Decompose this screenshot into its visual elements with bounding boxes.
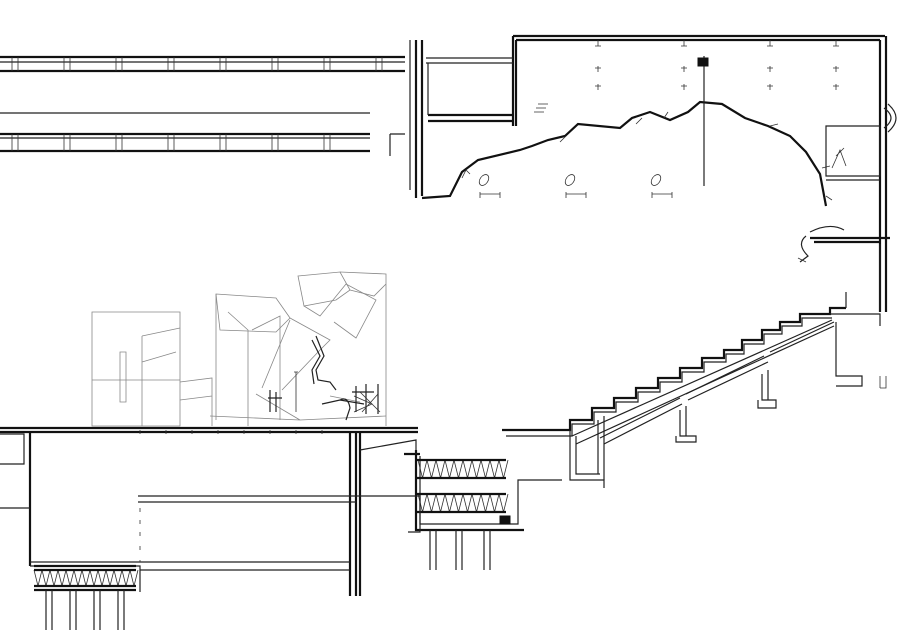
line-segment [595, 40, 839, 90]
line-segment [11, 57, 383, 151]
sculptural-volumes [91, 271, 387, 427]
line-segment [417, 459, 509, 479]
line-segment [417, 493, 509, 513]
raked-seating [502, 292, 887, 488]
upper-gallery [414, 34, 897, 312]
line-segment [33, 569, 139, 587]
beam-elevations [0, 40, 411, 190]
left-building [0, 426, 421, 630]
pit-trusses [404, 450, 562, 570]
